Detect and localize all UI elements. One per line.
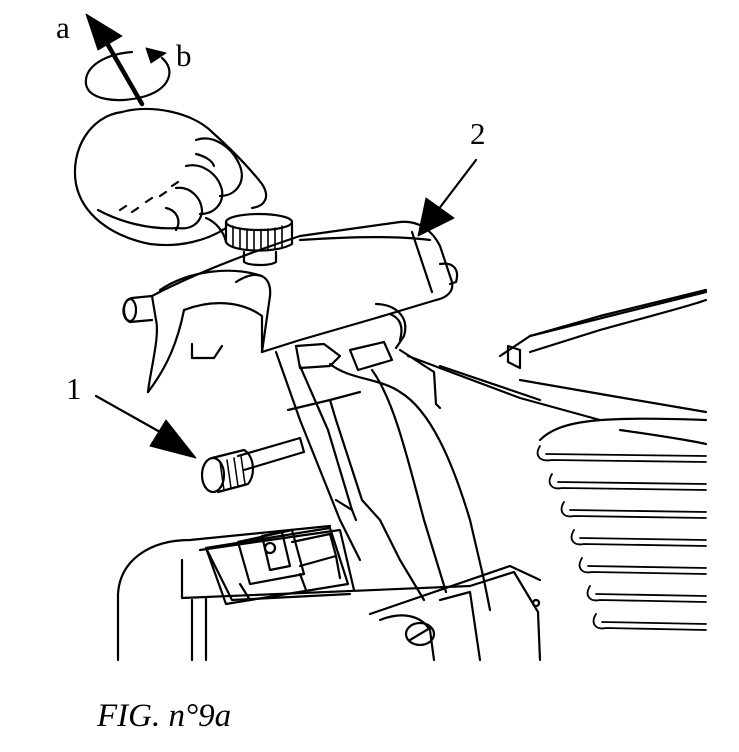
support-column (274, 348, 602, 612)
cooling-fins (536, 445, 707, 631)
leader-arrow-1 (94, 394, 197, 459)
switch-plate (204, 526, 350, 606)
pull-direction-arrow (85, 13, 145, 107)
locking-screw (200, 436, 306, 494)
base-housing (116, 524, 542, 662)
rotation-arrow (84, 47, 171, 102)
upper-guard-housing (122, 220, 459, 394)
callout-number-2: 2 (470, 116, 486, 151)
direction-label-a: a (56, 10, 70, 45)
knurled-knob (224, 212, 294, 267)
rotation-label-b: b (176, 38, 192, 73)
callout-number-1: 1 (66, 371, 82, 406)
motor-block (498, 288, 708, 631)
hand (73, 107, 268, 247)
figure-caption: FIG. n°9a (97, 698, 232, 734)
leader-arrow-2 (417, 158, 478, 237)
